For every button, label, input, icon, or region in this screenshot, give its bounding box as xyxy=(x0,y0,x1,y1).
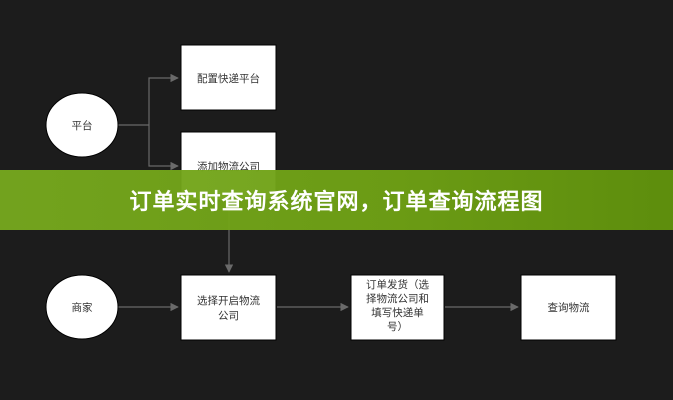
node-query-logistics: 查询物流 xyxy=(520,274,617,341)
edge-to-config-platform xyxy=(148,73,179,125)
title-banner: 订单实时查询系统官网，订单查询流程图 xyxy=(0,170,673,230)
node-ship-order: 订单发货（选 择物流公司和 填写快递单 号） xyxy=(350,274,445,341)
node-config-platform: 配置快递平台 xyxy=(180,44,277,111)
node-config-platform-label: 配置快递平台 xyxy=(197,72,260,85)
node-select-company: 选择开启物流 公司 xyxy=(180,274,277,341)
node-platform: 平台 xyxy=(45,92,119,158)
node-ship-order-line-4: 号） xyxy=(387,321,408,333)
node-select-company-line-2: 公司 xyxy=(218,310,239,322)
node-query-logistics-label: 查询物流 xyxy=(548,301,590,314)
page-title: 订单实时查询系统官网，订单查询流程图 xyxy=(129,190,544,215)
node-merchant: 商家 xyxy=(45,274,119,340)
node-select-company-line-1: 选择开启物流 xyxy=(197,294,260,307)
node-ship-order-line-3: 填写快递单 xyxy=(371,306,424,319)
node-ship-order-line-2: 择物流公司和 xyxy=(366,292,429,305)
node-platform-label: 平台 xyxy=(72,119,93,132)
node-add-company-label: 添加物流公司 xyxy=(197,160,260,173)
node-merchant-label: 商家 xyxy=(72,301,93,314)
node-ship-order-line-1: 订单发货（选 xyxy=(366,278,429,291)
edge-to-add-company xyxy=(148,125,179,171)
